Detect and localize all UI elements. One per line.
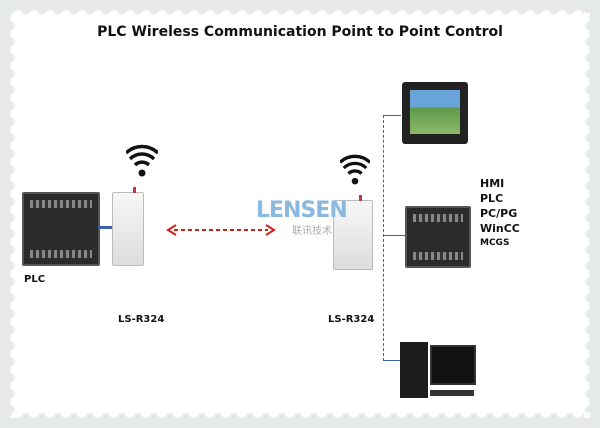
bus-branch-pc bbox=[383, 360, 401, 361]
device-list: HMI PLC PC/PG WinCC MCGS bbox=[480, 176, 520, 251]
device-wincc: WinCC bbox=[480, 222, 520, 235]
plc-left-image bbox=[22, 192, 100, 266]
pc-keyboard-image bbox=[430, 390, 474, 396]
hmi-image bbox=[402, 82, 468, 144]
hmi-screen bbox=[410, 90, 460, 134]
router-left-label: LS-R324 bbox=[118, 314, 165, 325]
serial-cable bbox=[98, 226, 114, 229]
router-right-image bbox=[333, 195, 373, 270]
bus-line bbox=[383, 115, 384, 361]
bus-branch-hmi bbox=[383, 115, 401, 116]
device-pcpg: PC/PG bbox=[480, 207, 518, 220]
wifi-icon bbox=[126, 144, 158, 177]
wifi-icon bbox=[340, 154, 370, 185]
device-plc: PLC bbox=[480, 192, 504, 205]
diagram-title: PLC Wireless Communication Point to Poin… bbox=[97, 24, 503, 40]
stamp-frame bbox=[16, 16, 584, 412]
router-left-image bbox=[112, 187, 144, 266]
watermark-brand: LENSEN bbox=[256, 198, 348, 223]
wireless-link-arrow bbox=[166, 224, 276, 236]
stamp-edge-top bbox=[10, 8, 590, 16]
plc-right-image bbox=[405, 206, 471, 268]
stamp-edge-right bbox=[584, 10, 592, 418]
pc-monitor-image bbox=[430, 345, 476, 385]
stamp-edge-bottom bbox=[10, 412, 590, 420]
bus-branch-plc bbox=[383, 235, 405, 236]
watermark-sub: 联讯技术 bbox=[292, 226, 332, 237]
device-hmi: HMI bbox=[480, 177, 505, 190]
router-right-label: LS-R324 bbox=[328, 314, 375, 325]
pc-tower-image bbox=[400, 342, 428, 398]
stamp-edge-left bbox=[8, 10, 16, 418]
plc-left-label: PLC bbox=[24, 274, 46, 285]
device-mcgs: MCGS bbox=[480, 238, 510, 248]
